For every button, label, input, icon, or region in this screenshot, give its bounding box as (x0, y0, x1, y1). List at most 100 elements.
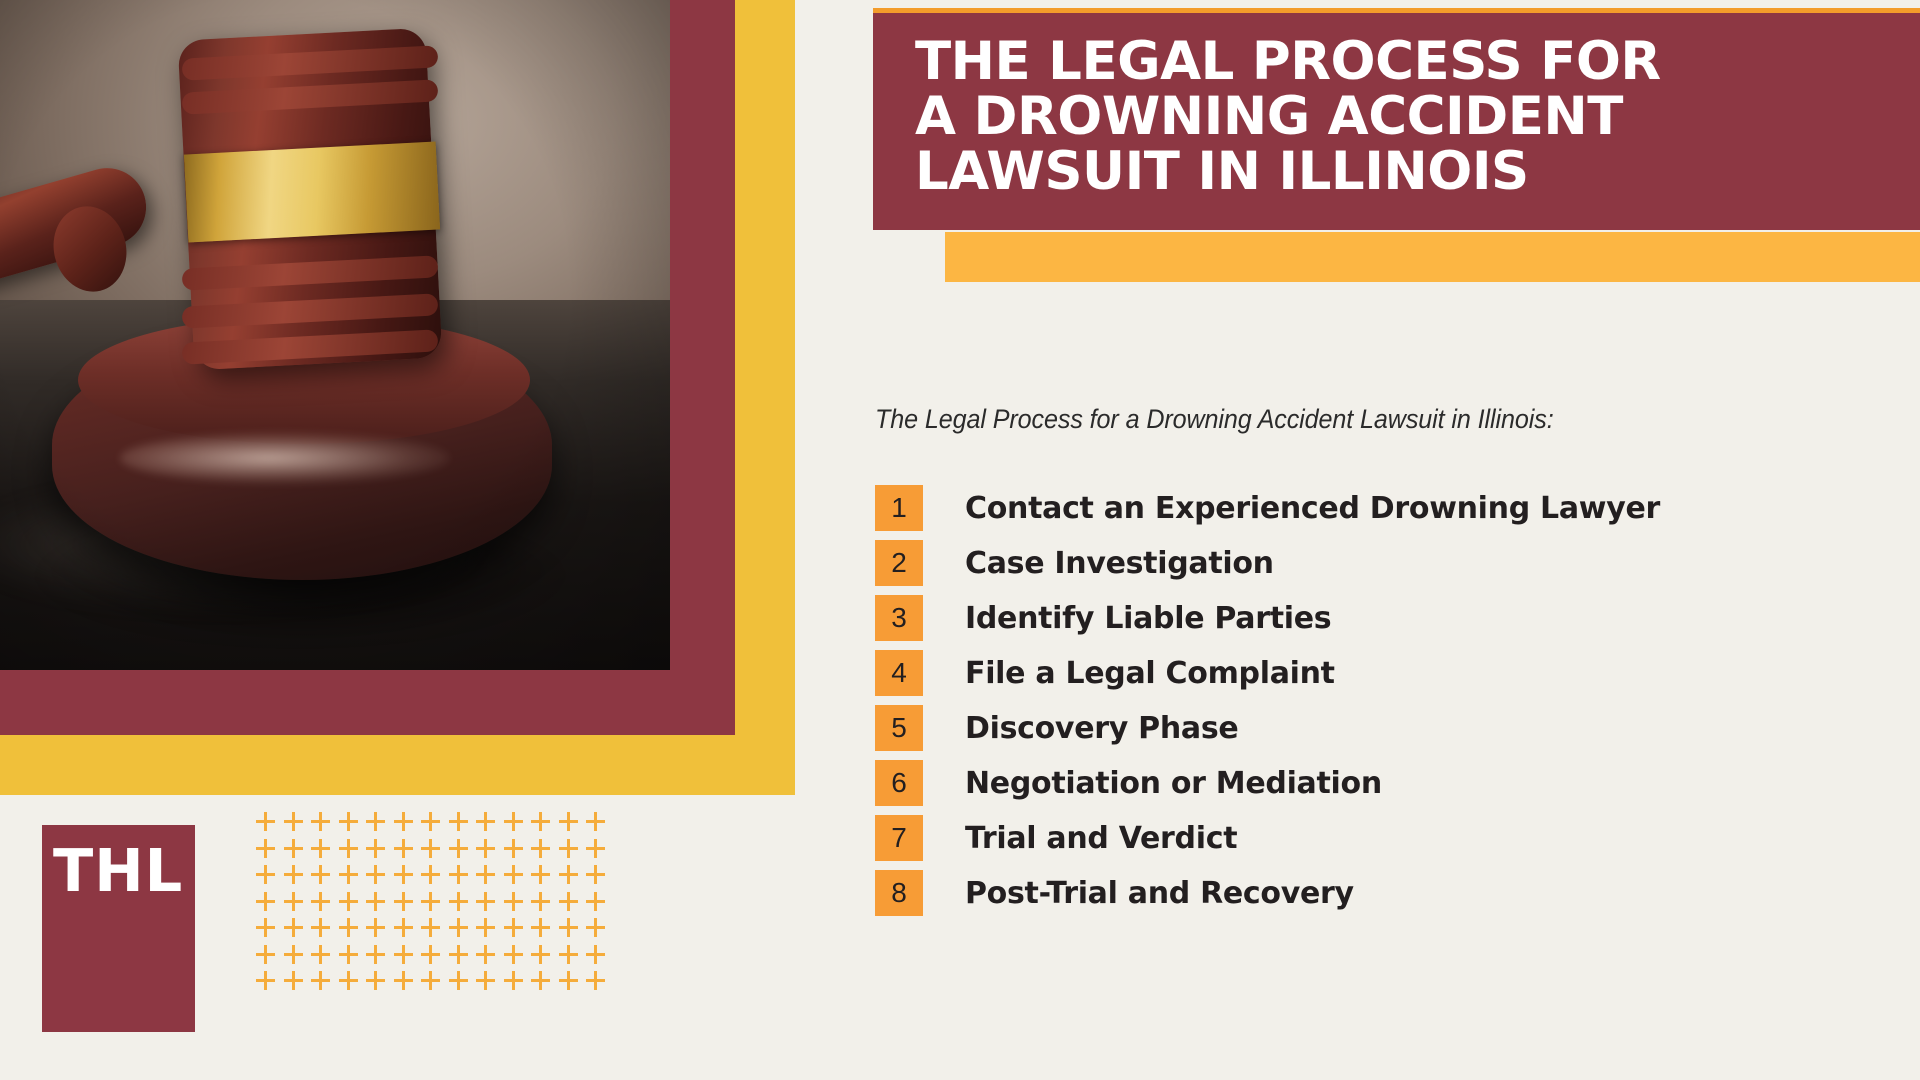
list-item[interactable]: 8 Post-Trial and Recovery (875, 870, 1915, 916)
plus-icon (256, 812, 275, 831)
list-item[interactable]: 1 Contact an Experienced Drowning Lawyer (875, 485, 1915, 531)
list-item[interactable]: 3 Identify Liable Parties (875, 595, 1915, 641)
plus-icon (338, 865, 358, 884)
plus-icon (338, 838, 358, 858)
plus-icon (448, 944, 468, 964)
plus-icon (421, 838, 440, 858)
plus-icon (311, 865, 330, 884)
step-number-badge: 5 (875, 705, 923, 751)
plus-pattern-decoration (256, 812, 626, 1032)
plus-row (256, 838, 626, 858)
plus-icon (503, 838, 523, 858)
list-item[interactable]: 4 File a Legal Complaint (875, 650, 1915, 696)
plus-icon (283, 812, 303, 831)
plus-icon (338, 918, 358, 937)
plus-icon (421, 812, 440, 831)
step-label: Negotiation or Mediation (965, 765, 1382, 801)
plus-icon (393, 838, 413, 858)
plus-icon (311, 891, 330, 911)
plus-icon (531, 865, 550, 884)
photo-vignette (0, 0, 670, 670)
step-label: File a Legal Complaint (965, 655, 1335, 691)
plus-icon (393, 971, 413, 990)
title-banner: THE LEGAL PROCESS FOR A DROWNING ACCIDEN… (873, 8, 1920, 230)
list-item[interactable]: 2 Case Investigation (875, 540, 1915, 586)
plus-icon (311, 918, 330, 937)
left-composition (0, 0, 795, 795)
plus-icon (503, 918, 523, 937)
plus-icon (256, 944, 275, 964)
plus-icon (503, 944, 523, 964)
step-number-badge: 6 (875, 760, 923, 806)
plus-icon (503, 812, 523, 831)
thl-logo-text: THL (53, 836, 184, 905)
plus-icon (256, 865, 275, 884)
plus-icon (586, 971, 605, 990)
plus-icon (503, 865, 523, 884)
plus-icon (366, 971, 385, 990)
plus-icon (503, 891, 523, 911)
plus-icon (476, 944, 495, 964)
plus-icon (558, 918, 578, 937)
plus-icon (283, 891, 303, 911)
plus-icon (366, 812, 385, 831)
plus-icon (586, 812, 605, 831)
plus-icon (393, 865, 413, 884)
plus-icon (531, 944, 550, 964)
plus-icon (531, 971, 550, 990)
plus-row (256, 812, 626, 831)
plus-icon (476, 891, 495, 911)
plus-icon (448, 918, 468, 937)
plus-icon (558, 838, 578, 858)
plus-icon (421, 918, 440, 937)
plus-icon (531, 838, 550, 858)
gavel-photo (0, 0, 670, 670)
plus-icon (256, 838, 275, 858)
plus-icon (256, 971, 275, 990)
accent-bar (945, 232, 1920, 282)
plus-icon (476, 812, 495, 831)
plus-icon (338, 971, 358, 990)
plus-icon (558, 865, 578, 884)
plus-icon (448, 838, 468, 858)
plus-row (256, 944, 626, 964)
plus-icon (586, 918, 605, 937)
plus-icon (421, 865, 440, 884)
plus-icon (311, 838, 330, 858)
plus-icon (421, 944, 440, 964)
plus-icon (448, 891, 468, 911)
list-item[interactable]: 5 Discovery Phase (875, 705, 1915, 751)
plus-row (256, 865, 626, 884)
plus-icon (503, 971, 523, 990)
plus-icon (283, 944, 303, 964)
plus-icon (283, 971, 303, 990)
step-number-badge: 2 (875, 540, 923, 586)
step-label: Case Investigation (965, 545, 1274, 581)
plus-icon (393, 891, 413, 911)
plus-icon (283, 918, 303, 937)
plus-icon (558, 812, 578, 831)
page-title: THE LEGAL PROCESS FOR A DROWNING ACCIDEN… (915, 31, 1661, 202)
list-item[interactable]: 7 Trial and Verdict (875, 815, 1915, 861)
step-number-badge: 1 (875, 485, 923, 531)
plus-icon (366, 838, 385, 858)
plus-icon (393, 918, 413, 937)
plus-icon (558, 944, 578, 964)
plus-icon (421, 891, 440, 911)
plus-icon (338, 944, 358, 964)
step-number-badge: 3 (875, 595, 923, 641)
plus-icon (476, 918, 495, 937)
plus-icon (476, 838, 495, 858)
plus-icon (366, 944, 385, 964)
plus-icon (558, 971, 578, 990)
plus-icon (476, 971, 495, 990)
plus-icon (586, 838, 605, 858)
step-label: Contact an Experienced Drowning Lawyer (965, 490, 1660, 526)
plus-icon (393, 944, 413, 964)
list-item[interactable]: 6 Negotiation or Mediation (875, 760, 1915, 806)
plus-icon (448, 865, 468, 884)
thl-logo[interactable]: THL (42, 825, 195, 1032)
plus-icon (366, 918, 385, 937)
step-number-badge: 8 (875, 870, 923, 916)
plus-icon (283, 838, 303, 858)
